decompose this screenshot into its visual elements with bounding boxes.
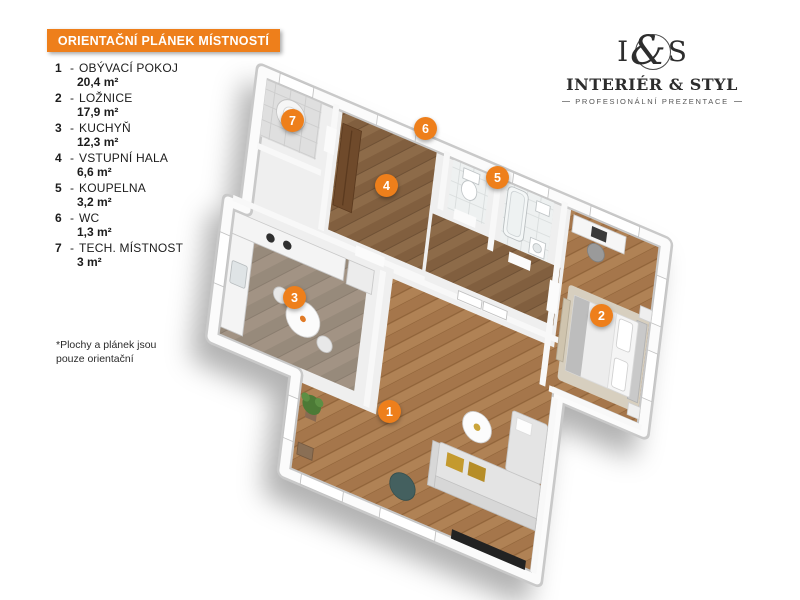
entry-door — [375, 114, 417, 143]
pouf — [389, 472, 416, 501]
window-living-south — [378, 506, 437, 542]
toilet — [461, 167, 481, 201]
desk — [571, 214, 627, 263]
dining-chair — [316, 335, 333, 353]
yellow-cushion — [467, 461, 487, 483]
legend-item-5: 5-KOUPELNA 3,2 m² — [55, 181, 183, 209]
window-bedroom-north — [589, 205, 641, 238]
legend-room-name: VSTUPNÍ HALA — [79, 151, 169, 165]
legend-room-area: 3,2 m² — [77, 195, 112, 209]
wc-door — [453, 208, 477, 228]
bathtub — [502, 186, 529, 242]
legend-room-name: WC — [79, 211, 100, 225]
legend-room-area: 12,3 m² — [77, 135, 119, 149]
legend-num: 3 — [55, 121, 62, 135]
room-marker-2: 2 — [590, 304, 613, 327]
legend-title-banner: ORIENTAČNÍ PLÁNEK MÍSTNOSTÍ — [47, 29, 280, 52]
tagline-rule-left — [562, 101, 571, 102]
bathroom-sink — [535, 200, 551, 218]
window-kitchen-west — [213, 231, 231, 288]
brand-name: INTERIÉR & STYL — [566, 75, 738, 94]
window-bedroom-east-1 — [650, 274, 668, 328]
white-cushion — [515, 416, 533, 437]
tv-panel — [450, 529, 526, 571]
yellow-cushion — [445, 452, 465, 473]
disclaimer-line-2: pouze orientační — [56, 353, 134, 365]
legend-title: ORIENTAČNÍ PLÁNEK MÍSTNOSTÍ — [57, 33, 270, 48]
legend-room-area: 3 m² — [77, 255, 102, 269]
fridge — [345, 259, 375, 296]
room-marker-1: 1 — [378, 400, 401, 423]
legend-room-area: 1,3 m² — [77, 225, 112, 239]
legend-room-area: 17,9 m² — [77, 105, 119, 119]
legend-num: 6 — [55, 211, 62, 225]
room-marker-7: 7 — [281, 109, 304, 132]
legend-item-7: 7-TECH. MÍSTNOST 3 m² — [55, 241, 184, 269]
brand-tagline: PROFESIONÁLNÍ PREZENTACE — [575, 97, 729, 106]
window-bay-west — [282, 394, 299, 443]
legend-room-name: KUCHYŇ — [79, 121, 131, 135]
legend-num: 1 — [55, 61, 62, 75]
legend-room-name: TECH. MÍSTNOST — [79, 241, 184, 255]
side-table — [296, 441, 314, 462]
brand-logo: I & S INTERIÉR & STYL PROFESIONÁLNÍ PREZ… — [558, 28, 746, 106]
brand-tagline-row: PROFESIONÁLNÍ PREZENTACE — [558, 97, 746, 106]
legend-room-name: KOUPELNA — [79, 181, 146, 195]
bathroom-door — [508, 251, 532, 272]
legend-room-area: 20,4 m² — [77, 75, 119, 89]
legend-item-4: 4-VSTUPNÍ HALA 6,6 m² — [55, 151, 183, 179]
door-openings — [323, 114, 561, 321]
sofa — [426, 410, 549, 532]
cooktop-burner — [283, 240, 292, 250]
nightstands — [626, 305, 653, 421]
legend-num: 5 — [55, 181, 62, 195]
window-tech — [278, 72, 315, 99]
kitchen-sink — [229, 260, 248, 289]
bed-bench — [555, 297, 571, 363]
room-marker-4: 4 — [375, 174, 398, 197]
french-door-right — [482, 300, 508, 321]
cooktop-burner — [266, 233, 275, 243]
room-marker-6: 6 — [414, 117, 437, 140]
coffee-table — [462, 411, 492, 444]
window-bay-south — [299, 473, 344, 503]
legend-num: 7 — [55, 241, 62, 255]
legend-num: 4 — [55, 151, 62, 165]
bedroom-door — [546, 279, 561, 315]
french-door-left — [456, 289, 483, 310]
legend-room-area: 6,6 m² — [77, 165, 112, 179]
monogram-letter-i: I — [617, 34, 629, 68]
legend-item-1: 1-OBÝVACÍ POKOJ 20,4 m² — [55, 61, 183, 89]
hall-wardrobe — [332, 122, 362, 214]
disclaimer-line-1: *Plochy a plánek jsou — [56, 339, 157, 351]
room-marker-5: 5 — [486, 166, 509, 189]
brand-monogram: I & S — [558, 28, 746, 74]
legend-num: 2 — [55, 91, 62, 105]
apartment-projection — [204, 63, 674, 588]
floor-corridor — [425, 213, 561, 326]
legend-item-6: 6-WC 1,3 m² — [55, 211, 183, 239]
monogram-ring-decoration — [635, 34, 671, 70]
legend-item-3: 3-KUCHYŇ 12,3 m² — [55, 121, 183, 149]
tech-room-door — [323, 125, 337, 156]
kitchen-counter — [220, 210, 347, 337]
windows — [213, 72, 668, 542]
window-bath — [512, 172, 550, 199]
tagline-rule-right — [733, 101, 743, 102]
potted-plant — [301, 392, 324, 422]
monogram-letter-s: S — [667, 34, 687, 68]
desk-chair — [586, 243, 605, 263]
room-marker-3: 3 — [283, 286, 306, 309]
legend-item-2: 2-LOŽNICE 17,9 m² — [55, 91, 183, 119]
legend-room-name: OBÝVACÍ POKOJ — [79, 61, 179, 75]
disclaimer-note: *Plochy a plánek jsou pouze orientační — [56, 338, 156, 366]
window-bedroom-east-2 — [641, 349, 659, 403]
monogram-ampersand: & — [630, 28, 666, 74]
washing-machine — [528, 236, 547, 260]
legend-room-name: LOŽNICE — [79, 91, 133, 105]
room-legend: 1-OBÝVACÍ POKOJ 20,4 m² 2-LOŽNICE 17,9 m… — [55, 61, 183, 271]
table-flowers — [299, 315, 306, 323]
kitchen-door — [354, 245, 385, 268]
